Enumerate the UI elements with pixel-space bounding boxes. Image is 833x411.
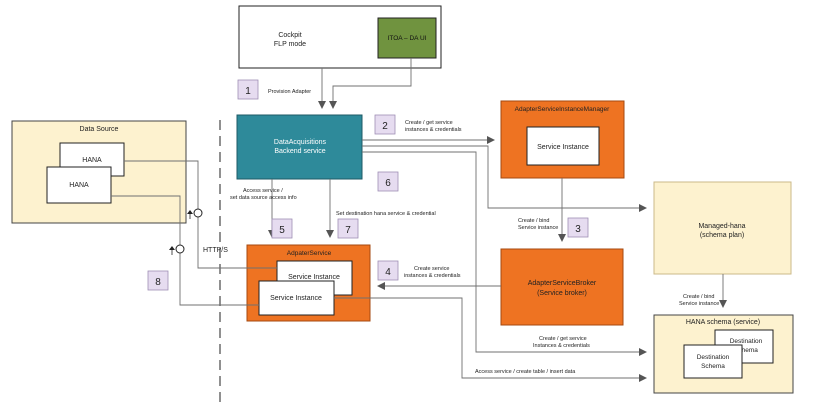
managed-hana-label: Managed-hana — [698, 223, 745, 230]
data-source-title: Data Source — [80, 126, 119, 133]
step-6: 6 — [385, 178, 391, 189]
destination-schema-front-sub: Schema — [701, 363, 725, 370]
destination-schema-front — [683, 344, 743, 379]
step-badges: 1 2 3 4 5 6 7 8 — [147, 79, 589, 291]
connectors — [111, 58, 727, 382]
managed-hana-box: Managed-hana (schema plan) — [653, 181, 792, 275]
label-provision: Provision Adapter — [268, 89, 311, 95]
cockpit-label: Cockpit — [278, 32, 301, 39]
label-https: HTTP/S — [203, 247, 228, 254]
label-create-service-1: Create service — [414, 266, 449, 272]
arrow-adapter-to-hana-schema — [334, 297, 647, 382]
label-set-destination: Set destination hana service & credentia… — [336, 211, 436, 217]
service-broker-label: AdapterServiceBroker — [528, 280, 597, 287]
label-create-bind-hana-1: Create / bind — [683, 294, 715, 300]
label-access-service-1: Access service / — [243, 188, 283, 194]
manager-service-instance-label: Service Instance — [537, 144, 589, 151]
data-acq-sub-label: Backend service — [274, 148, 325, 155]
label-create-service-2: instances & credentials — [404, 273, 461, 279]
hana-schema-title: HANA schema (service) — [686, 319, 760, 326]
label-create-get-hana-2: Instances & credentials — [533, 343, 590, 349]
itoa-label: ITOA – DA UI — [388, 35, 427, 42]
arrow-itoa-to-dataacq — [329, 58, 412, 109]
label-create-get-hana-1: Create / get service — [539, 336, 587, 342]
adapter-instance-back-label: Service Instance — [288, 274, 340, 281]
adapter-instance-front-label: Service Instance — [270, 295, 322, 302]
data-acq-label: DataAcquisitions — [274, 139, 327, 146]
service-broker-box: AdapterServiceBroker (Service broker) — [500, 248, 624, 326]
hana-db-front-label: HANA — [69, 182, 89, 189]
step-2: 2 — [382, 121, 388, 132]
cockpit-mode-label: FLP mode — [274, 41, 306, 48]
step-3: 3 — [575, 224, 581, 235]
interface-lollipop-1 — [187, 208, 203, 219]
step-7: 7 — [345, 225, 351, 236]
step-4: 4 — [385, 267, 391, 278]
interface-lollipop-2 — [169, 244, 185, 255]
label-access-create-table: Access service / create table / insert d… — [475, 369, 576, 375]
arrow-dataacq-to-managed-hana — [362, 145, 647, 212]
service-broker-sub-label: (Service broker) — [537, 290, 587, 297]
step-8: 8 — [155, 277, 161, 288]
data-source-box: Data Source HANA HANA — [11, 120, 187, 224]
adapter-instance-front — [258, 280, 335, 316]
label-access-service-2: set data source access info — [230, 195, 297, 201]
label-create-get-1: Create / get service — [405, 120, 453, 126]
destination-schema-front-label: Destination — [697, 354, 730, 361]
managed-hana-sub-label: (schema plan) — [700, 232, 744, 239]
instance-manager-title: AdapterServiceInstanceManager — [515, 106, 611, 113]
manager-service-instance — [526, 126, 600, 166]
label-create-bind-broker-1: Create / bind — [518, 218, 550, 224]
step-1: 1 — [245, 86, 251, 97]
adapter-service-title: AdpaterService — [287, 250, 332, 257]
data-acquisitions-box: DataAcquisitions Backend service — [236, 114, 363, 180]
label-create-bind-hana-2: Service instance — [679, 301, 719, 307]
hana-db-front — [46, 166, 112, 204]
instance-manager-box: AdapterServiceInstanceManager Service In… — [500, 100, 625, 179]
destination-schema-back-label: Destination — [730, 338, 763, 345]
label-create-bind-broker-2: Service instance — [518, 225, 558, 231]
step-5: 5 — [279, 225, 285, 236]
hana-db-back-label: HANA — [82, 157, 102, 164]
edge-labels: Provision Adapter Create / get service i… — [203, 89, 719, 375]
hana-schema-box: HANA schema (service) Destination Schema… — [653, 314, 794, 394]
itoa-box: ITOA – DA UI — [377, 17, 437, 59]
adapter-service-box: AdpaterService Service Instance Service … — [246, 244, 371, 322]
arrow-dataacq-to-hana-schema — [362, 151, 647, 356]
destination-schema-back-sub: Schema — [734, 347, 758, 354]
label-create-get-2: instances & credentials — [405, 127, 462, 133]
